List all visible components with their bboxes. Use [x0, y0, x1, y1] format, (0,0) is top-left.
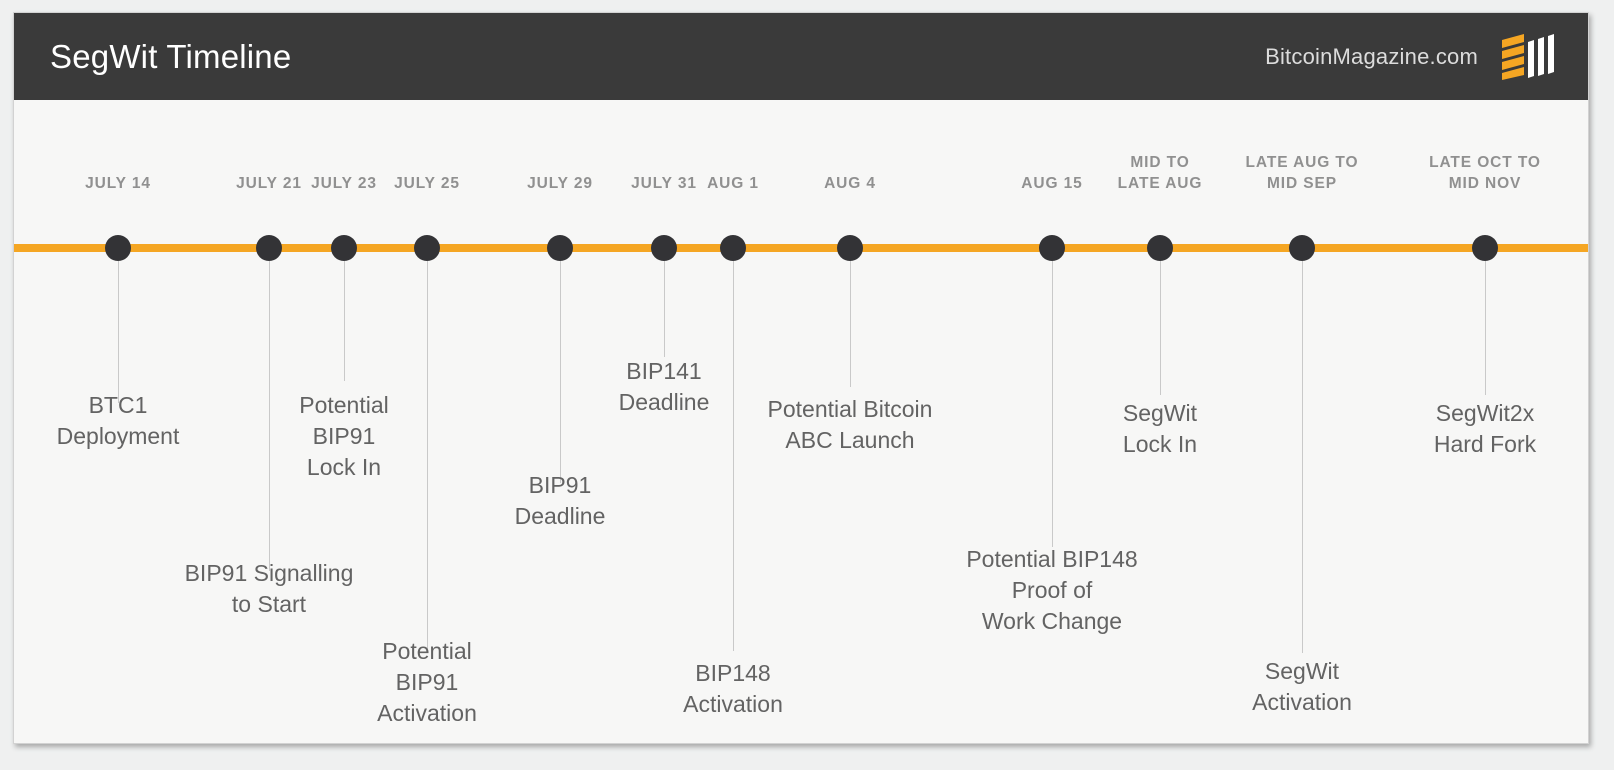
- event-date-label: JULY 31: [631, 175, 697, 192]
- event-dot-marker[interactable]: [547, 235, 573, 261]
- event-dot-marker[interactable]: [1472, 235, 1498, 261]
- event-leader-line: [663, 261, 665, 357]
- event-description: Potential BIP91 Lock In: [299, 392, 389, 480]
- event-description: BIP141 Deadline: [618, 358, 710, 415]
- event-description: BIP148 Activation: [683, 660, 783, 717]
- event-description: Potential BIP91 Activation: [377, 638, 477, 726]
- event-dot-marker[interactable]: [837, 235, 863, 261]
- event-dot-marker[interactable]: [414, 235, 440, 261]
- event-dot-marker[interactable]: [651, 235, 677, 261]
- event-dot-marker[interactable]: [331, 235, 357, 261]
- header-bar: SegWit Timeline BitcoinMagazine.com: [14, 13, 1588, 100]
- bitcoin-magazine-book-logo-icon: [1500, 33, 1554, 80]
- event-leader-line: [1301, 261, 1303, 653]
- event-description: BTC1 Deployment: [56, 392, 180, 449]
- page-title: SegWit Timeline: [50, 38, 292, 75]
- event-dot-marker[interactable]: [720, 235, 746, 261]
- event-leader-line: [1051, 261, 1053, 547]
- event-leader-line: [268, 261, 270, 571]
- event-leader-line: [849, 261, 851, 387]
- event-date-label: JULY 14: [85, 175, 151, 192]
- event-description: SegWit Lock In: [1122, 400, 1198, 457]
- event-dot-marker[interactable]: [1289, 235, 1315, 261]
- timeline-card: SegWit Timeline BitcoinMagazine.com: [13, 12, 1589, 744]
- event-leader-line: [559, 261, 561, 483]
- event-date-label: JULY 23: [311, 175, 377, 192]
- event-leader-line: [1159, 261, 1161, 395]
- event-description: SegWit2x Hard Fork: [1433, 400, 1537, 457]
- event-date-label: AUG 1: [707, 175, 759, 192]
- event-date-label: AUG 4: [824, 175, 876, 192]
- event-date-label: JULY 29: [527, 175, 593, 192]
- brand-name: BitcoinMagazine.com: [1265, 43, 1478, 69]
- event-dot-marker[interactable]: [256, 235, 282, 261]
- event-date-label: JULY 25: [394, 175, 460, 192]
- event-leader-line: [426, 261, 428, 649]
- event-description: SegWit Activation: [1252, 658, 1352, 715]
- event-dot-marker[interactable]: [105, 235, 131, 261]
- event-dot-marker[interactable]: [1039, 235, 1065, 261]
- event-description: BIP91 Signalling to Start: [184, 560, 354, 617]
- event-description: Potential Bitcoin ABC Launch: [767, 396, 933, 453]
- header-brand-group: BitcoinMagazine.com: [1265, 33, 1554, 80]
- timeline-area: JULY 14 BTC1 Deployment JULY 21 BIP91 Signa…: [14, 100, 1588, 743]
- event-leader-line: [732, 261, 734, 651]
- event-date-label: AUG 15: [1021, 175, 1083, 192]
- event-description: BIP91 Deadline: [514, 472, 606, 529]
- event-leader-line: [343, 261, 345, 381]
- event-leader-line: [1484, 261, 1486, 395]
- event-dot-marker[interactable]: [1147, 235, 1173, 261]
- timeline-axis: [14, 244, 1588, 252]
- event-date-label: JULY 21: [236, 175, 302, 192]
- event-description: Potential BIP148 Proof of Work Change: [966, 546, 1138, 634]
- event-leader-line: [117, 261, 119, 403]
